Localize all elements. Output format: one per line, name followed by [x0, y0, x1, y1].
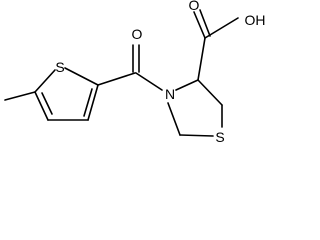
chemical-structure-canvas: S O N S OH O — [4, 0, 266, 145]
thiazolidine-bond-s-c2 — [179, 134, 214, 137]
thiophene-bond-c5-s — [34, 69, 56, 93]
thiazolidine-bond-c4-c5 — [197, 79, 223, 106]
carbonyl-oxygen-label: O — [132, 26, 143, 42]
acid-c-o-double-bond-b — [199, 9, 211, 37]
methyl-bond — [4, 91, 36, 101]
thiophene-bond-c2-c3 — [87, 84, 99, 121]
thiazolidine-bond-n-c4 — [175, 79, 199, 91]
thiophene-sulfur-label: S — [55, 59, 64, 75]
ring-to-carbonyl-bond — [97, 72, 136, 86]
acid-oh-label: OH — [245, 12, 266, 28]
thiazolidine-sulfur-label: S — [215, 129, 224, 145]
ring-to-acid-carbon-bond — [197, 37, 206, 81]
thiophene-bond-s-c2 — [64, 67, 99, 86]
acid-c-oh-bond — [204, 17, 239, 39]
thiophene-bond-c4-c5-inner — [41, 92, 53, 115]
molecule-drawing: S O N S OH O — [4, 0, 266, 145]
acid-carbonyl-oxygen-label: O — [189, 0, 200, 13]
ring-nitrogen-label: N — [165, 86, 175, 102]
thiophene-bond-c2-c3-inner — [83, 88, 93, 117]
carbonyl-to-nitrogen-bond — [135, 72, 163, 91]
thiazolidine-bond-c2-n — [167, 102, 181, 136]
thiophene-bond-c4-c5 — [34, 91, 49, 121]
acid-c-o-double-bond-a — [193, 11, 206, 39]
